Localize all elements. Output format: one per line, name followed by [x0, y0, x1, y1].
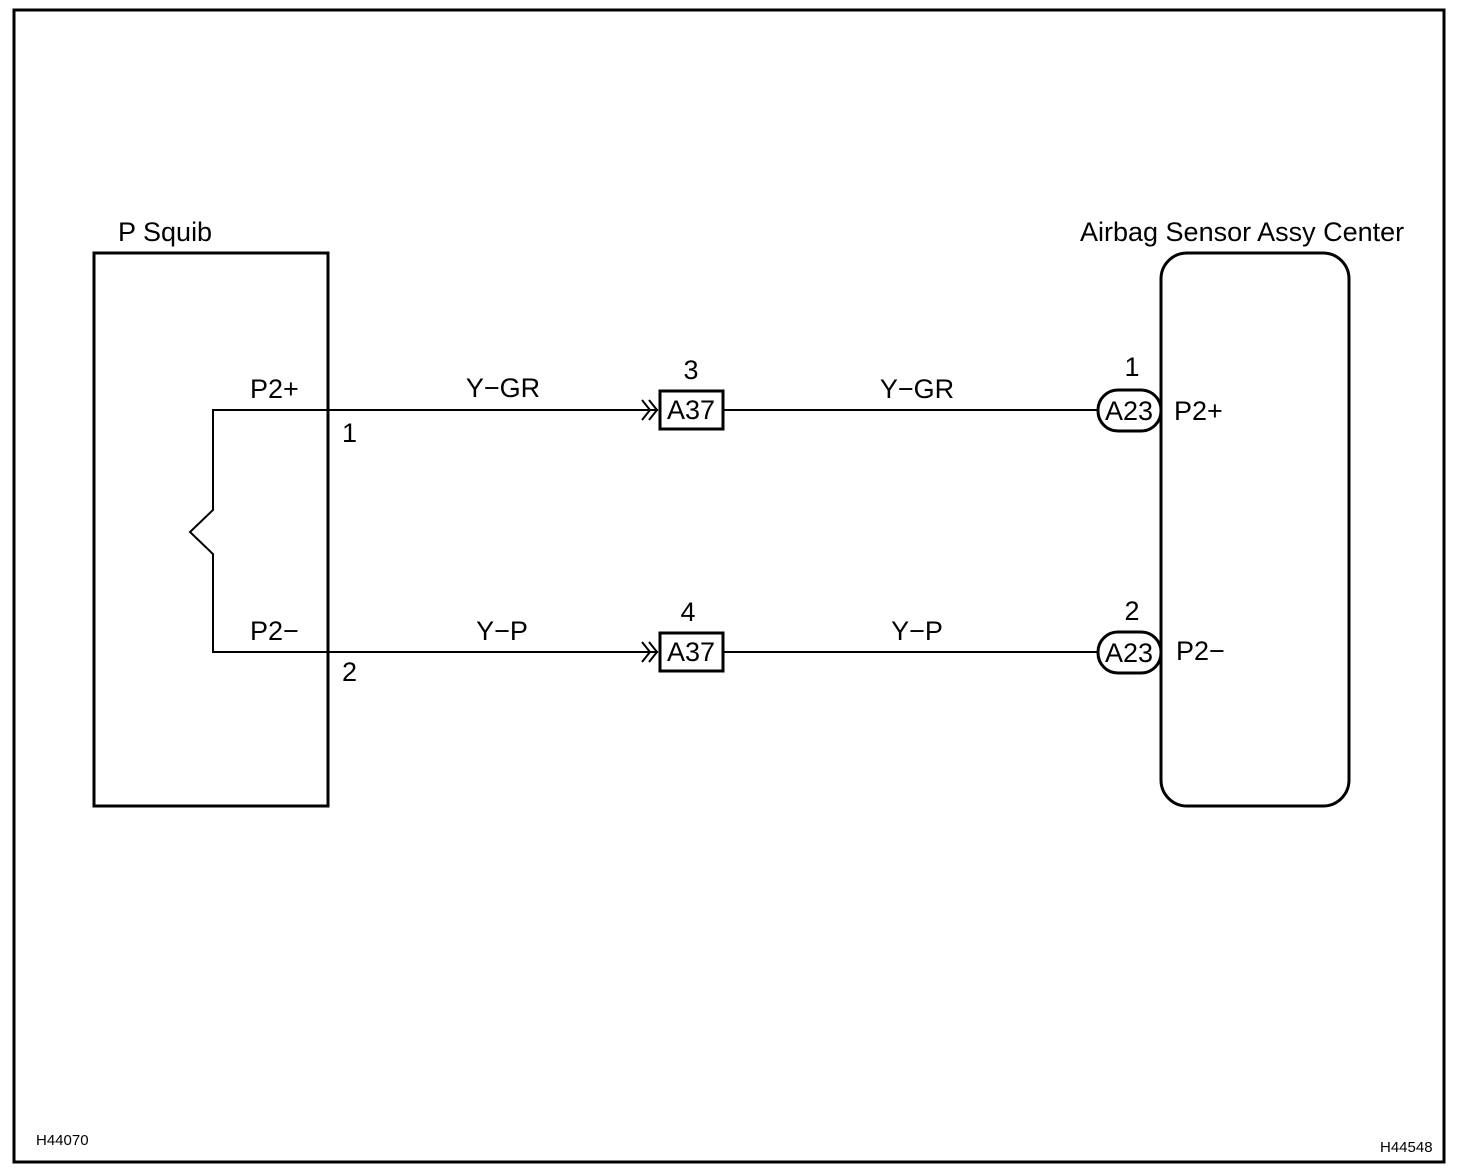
sensor-connector-oval	[1096, 630, 1163, 675]
connector-chevron-icon	[648, 641, 659, 663]
sensor-connector-oval	[1096, 388, 1163, 433]
inline-connector-label: A37	[667, 637, 715, 667]
wire-color-left: Y−GR	[466, 373, 540, 403]
sensor-connector-label: A23	[1105, 638, 1153, 668]
squib-pin-name: P2−	[250, 616, 299, 646]
sensor-connector-label: A23	[1105, 396, 1153, 426]
wire-color-right: Y−P	[891, 616, 943, 646]
inline-connector-box	[658, 389, 725, 431]
sensor-component: Airbag Sensor Assy Center	[1080, 217, 1404, 808]
inline-connector-label: A37	[667, 395, 715, 425]
diagram-frame	[12, 8, 1446, 1164]
connector-chevron-icon	[648, 399, 659, 421]
squib-pin-name: P2+	[250, 374, 299, 404]
sensor-title: Airbag Sensor Assy Center	[1080, 217, 1404, 247]
squib-pin-number: 2	[342, 657, 357, 687]
squib-title: P Squib	[118, 217, 212, 247]
sensor-pin-name: P2+	[1174, 396, 1223, 426]
wire-color-left: Y−P	[476, 616, 528, 646]
sensor-box	[1159, 251, 1351, 808]
sensor-pin-number: 1	[1124, 352, 1139, 382]
sensor-pin-name: P2−	[1176, 636, 1225, 666]
inline-pin-number: 3	[683, 355, 698, 385]
squib-element-icon	[188, 409, 328, 653]
wire-color-right: Y−GR	[880, 374, 954, 404]
figure-code-left: H44070	[36, 1132, 89, 1149]
inline-pin-number: 4	[680, 597, 695, 627]
circuit-p2-minus: P2− 2 Y−P A37 4 Y−P A23 2 P2−	[250, 596, 1225, 687]
squib-component: P Squib	[92, 217, 330, 808]
circuit-p2-plus: P2+ 1 Y−GR A37 3 Y−GR A23 1 P2+	[250, 352, 1223, 448]
sensor-pin-number: 2	[1124, 596, 1139, 626]
squib-box	[92, 251, 330, 808]
connector-chevron-icon	[641, 641, 652, 663]
figure-code-right: H44548	[1380, 1139, 1433, 1156]
squib-pin-number: 1	[342, 418, 357, 448]
connector-chevron-icon	[641, 399, 652, 421]
